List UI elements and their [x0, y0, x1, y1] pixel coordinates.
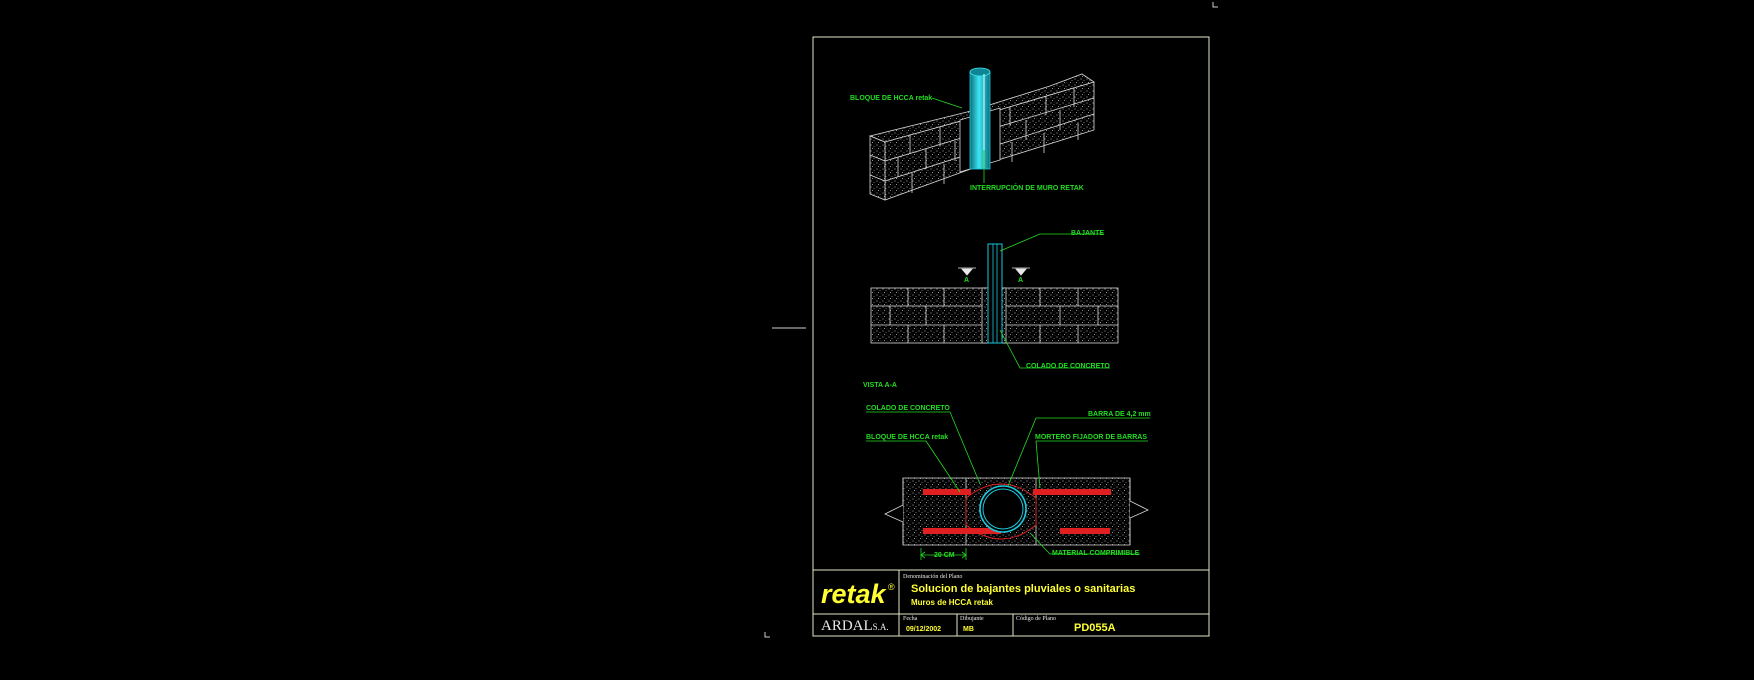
plan-compressible-leader [1029, 532, 1140, 555]
iso-interruption-label: INTERRUPCIÓN DE MURO RETAK [970, 183, 1084, 192]
plan-break-left [884, 478, 904, 545]
plan-view-title: VISTA A-A [863, 382, 897, 389]
plan-bar-top-right [1033, 489, 1111, 495]
ardal-logo: ARDALS.A. [821, 618, 889, 634]
downpipe-iso [969, 71, 991, 170]
plan-bar-label: BARRA DE 4,2 mm [1088, 411, 1151, 418]
downpipe-leader [999, 233, 1104, 252]
elevation-concrete-leader [999, 329, 1110, 369]
plan-bar-bottom-right [1060, 528, 1110, 534]
drawing-title: Solucion de bajantes pluviales o sanitar… [911, 583, 1135, 595]
section-markers [958, 267, 1030, 276]
denomination-label: Denominación del Plano [903, 574, 962, 580]
plan-bar-bottom-left [923, 528, 1001, 534]
plan-dimension-label: 20 CM [934, 552, 955, 559]
plan-mortar-leader [1035, 440, 1148, 489]
retak-logo: retak [821, 579, 888, 609]
downpipe-elevation [987, 243, 1003, 344]
plan-concrete-leader [866, 411, 981, 485]
downpipe-iso-top [969, 67, 991, 77]
plan-block-leader [866, 440, 961, 493]
downpipe-label: BAJANTE [1071, 230, 1104, 237]
plan-dimension-line [920, 548, 967, 560]
section-marker-right: A [1018, 277, 1023, 284]
wall-end-face [869, 135, 886, 201]
elevation-view: A A BAJANTE COLADO DE CONCRETO [870, 230, 1119, 370]
date-value: 09/12/2002 [906, 626, 941, 633]
title-block: retak ® ARDALS.A. Denominación del Plano… [813, 569, 1209, 636]
plan-block-label: BLOQUE DE HCCA retak [866, 434, 948, 441]
plan-mortar-label: MORTERO FIJADOR DE BARRAS [1035, 434, 1147, 441]
retak-logo-mark: ® [888, 582, 895, 592]
plan-break-right [1129, 478, 1149, 545]
plan-compressible-label: MATERIAL COMPRIMIBLE [1052, 550, 1140, 557]
downpipe-plan [979, 485, 1027, 533]
isometric-view: BLOQUE DE HCCA retak INTERRUPCIÓN DE MUR… [850, 67, 1095, 201]
model-space-marks [764, 2, 1218, 638]
date-label: Fecha [903, 616, 918, 622]
code-value: PD055A [1074, 622, 1116, 634]
plan-bar-top-left [923, 489, 971, 495]
plan-concrete-label: COLADO DE CONCRETO [866, 405, 950, 412]
section-marker-left: A [964, 277, 969, 284]
drawn-label: Dibujante [960, 616, 984, 622]
drawing-subtitle: Muros de HCCA retak [911, 598, 993, 607]
elevation-concrete-label: COLADO DE CONCRETO [1026, 363, 1110, 370]
drawn-value: MB [963, 626, 974, 633]
plan-view: VISTA A-A COLADO DE CONCRETO BLOQUE DE H… [863, 382, 1151, 560]
code-label: Código de Plano [1016, 616, 1056, 622]
plan-bar-leader [1007, 417, 1150, 487]
iso-block-leader [931, 97, 963, 109]
iso-block-label: BLOQUE DE HCCA retak [850, 95, 932, 102]
sheet-frame [812, 36, 1210, 637]
